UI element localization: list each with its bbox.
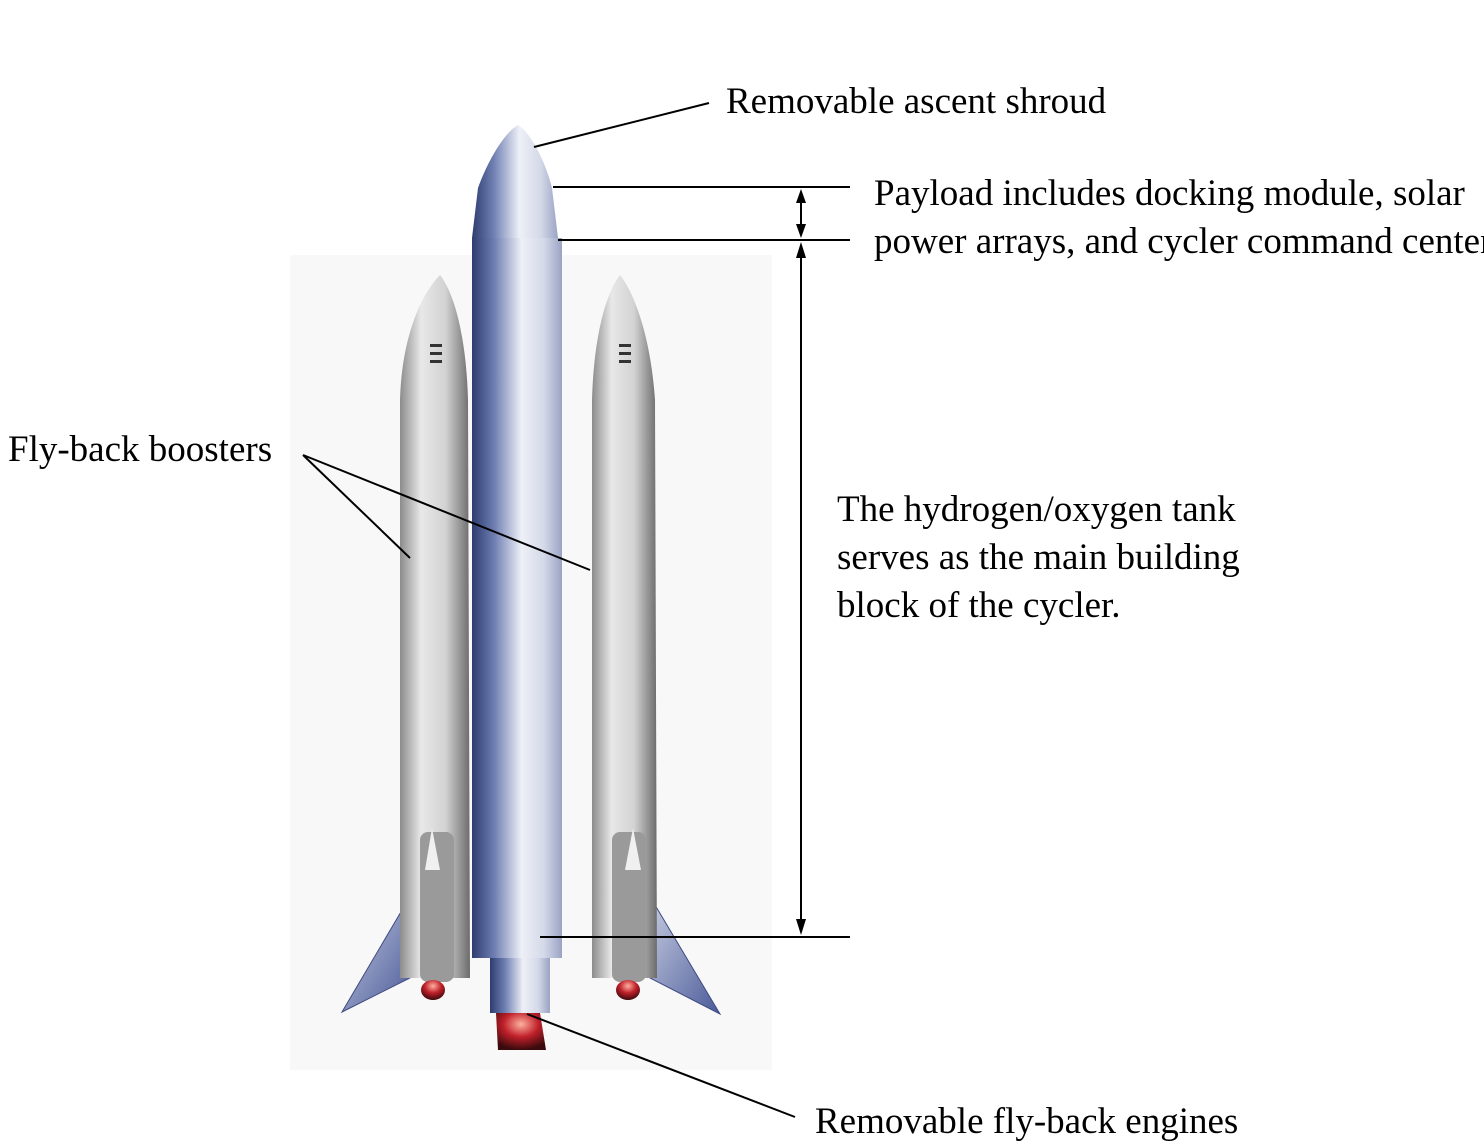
removable-fly-back-engines-label: Removable fly-back engines [815, 1101, 1239, 1142]
shroud-leader-line [533, 102, 710, 148]
booster-leader-line-right [302, 454, 591, 571]
payload-arrow-up [796, 189, 806, 203]
removable-ascent-shroud-label: Removable ascent shroud [726, 81, 1107, 122]
annotation-lines [302, 102, 850, 1118]
booster-leader-line-left [302, 454, 411, 559]
tank-label-line-2: serves as the main building [837, 537, 1240, 578]
left-fly-back-booster [340, 275, 470, 1014]
core-tank-vehicle [472, 125, 562, 1050]
payload-label: Payload includes docking module, solar p… [874, 170, 1484, 266]
tank-arrow-down [796, 919, 806, 935]
right-fly-back-booster [592, 275, 722, 1016]
engines-leader-line [526, 1013, 796, 1118]
payload-label-line-1: Payload includes docking module, solar [874, 173, 1465, 214]
tank-label-line-1: The hydrogen/oxygen tank [837, 489, 1236, 530]
payload-label-line-2: power arrays, and cycler command center. [874, 221, 1484, 262]
payload-arrow-down [796, 224, 806, 238]
dimension-arrowheads [796, 189, 806, 935]
tank-label-line-3: block of the cycler. [837, 585, 1121, 626]
hydrogen-oxygen-tank-label: The hydrogen/oxygen tank serves as the m… [837, 486, 1240, 630]
fly-back-boosters-label: Fly-back boosters [8, 429, 273, 470]
tank-arrow-up [796, 242, 806, 258]
